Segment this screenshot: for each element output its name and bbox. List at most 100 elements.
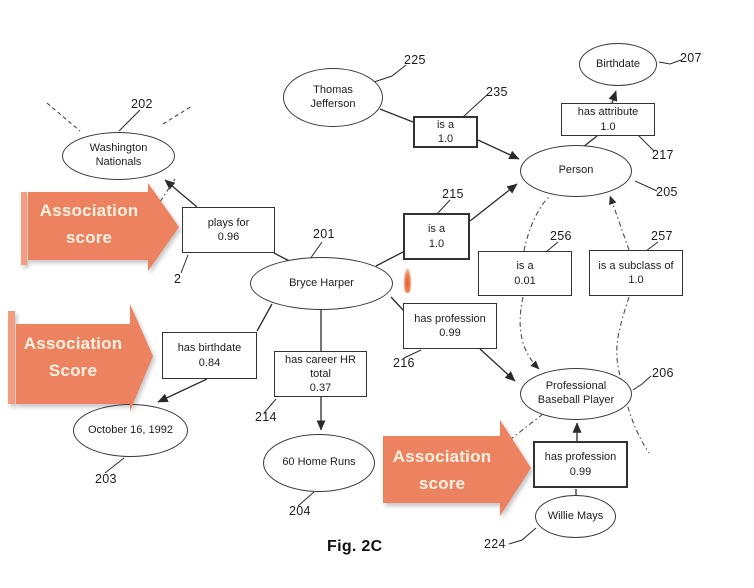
relation-label: has profession: [544, 451, 617, 464]
entity-label: Thomas Jefferson: [310, 83, 356, 110]
relation-score: 0.37: [309, 382, 332, 395]
relation-label: plays for: [207, 216, 250, 229]
ref-203: 203: [95, 472, 117, 486]
entity-person: Person: [520, 145, 632, 197]
entity-washington-nationals: Washington Nationals: [62, 132, 175, 180]
relation-has-profession-216: has profession 0.99: [403, 303, 497, 349]
leader-225: [373, 64, 407, 83]
dashed-wn-upper-right: [162, 105, 193, 125]
callout-line1: Association: [23, 334, 123, 353]
relation-score: 1.0: [628, 274, 644, 286]
entity-label: 60 Home Runs: [282, 456, 356, 469]
entity-label: Bryce Harper: [289, 276, 354, 289]
leader-207: [658, 59, 682, 65]
leader-215: [436, 199, 451, 215]
relation-label: has career HR total: [285, 353, 356, 380]
ref-206: 206: [652, 366, 674, 380]
ref-215: 215: [442, 187, 464, 201]
leader-201: [309, 241, 323, 260]
dashed-subclass-to-person: [609, 195, 630, 251]
relation-has-career-hr-total: has career HR total 0.37: [274, 351, 367, 397]
leader-205: [634, 180, 658, 192]
entity-willie-mays: Willie Mays: [535, 495, 616, 538]
relation-score: 1.0: [428, 237, 445, 250]
leader-235: [462, 93, 489, 118]
dashed-isalow-to-pbp: [519, 296, 540, 370]
leader-204: [297, 491, 315, 507]
dashed-wn-upper-left: [46, 102, 81, 132]
relation-is-a-215: is a 1.0: [403, 213, 470, 260]
callout-line2: score: [65, 228, 113, 247]
dashed-playsfor-wn: [159, 178, 176, 203]
arrow-right-icon: [8, 304, 153, 411]
edge-hasattribute-to-birthdate: [608, 90, 618, 104]
leader-224: [508, 527, 537, 545]
edge-tj-to-isa235: [379, 108, 414, 123]
relation-label: has birthdate: [177, 342, 242, 355]
flame-artifact: [403, 262, 412, 293]
ref-214: 214: [255, 410, 277, 424]
relation-label: is a subclass of: [598, 259, 674, 272]
relation-score: 0.01: [514, 274, 536, 287]
relation-is-a-235: is a 1.0: [413, 116, 478, 148]
relation-label: has attribute: [577, 106, 639, 119]
relation-label: has profession: [414, 312, 486, 325]
relation-score: 0.96: [217, 231, 240, 243]
leader-214: [263, 398, 277, 414]
entity-label: Professional Baseball Player: [537, 380, 615, 406]
relation-plays-for: plays for 0.96: [182, 207, 275, 253]
entity-60-home-runs: 60 Home Runs: [263, 434, 375, 492]
edge-playsfor-to-wn: [164, 179, 198, 208]
relation-is-a-subclass-of: is a subclass of 1.0: [589, 250, 683, 296]
edge-isa235-to-person: [477, 139, 520, 160]
arrow-right-icon: [383, 420, 531, 516]
relation-score: 1.0: [600, 120, 616, 133]
callout-line2: Score: [48, 361, 98, 380]
ref-205: 205: [656, 185, 678, 199]
dashed-subclass-tail: [616, 296, 650, 454]
dashed-isalow-to-person: [523, 196, 550, 252]
entity-birthdate: Birthdate: [579, 43, 657, 86]
association-score-callout-2: Association Score: [8, 304, 153, 411]
ref-225: 225: [404, 53, 426, 67]
entity-label: Willie Mays: [547, 509, 604, 522]
leader-256: [545, 241, 559, 253]
association-score-callout-1: Association score: [21, 183, 179, 271]
callout-line1: Association: [39, 201, 139, 220]
entity-label: Person: [558, 164, 594, 177]
leader-203: [104, 457, 125, 474]
entity-professional-baseball-player: Professional Baseball Player: [520, 368, 632, 420]
leader-217: [636, 133, 655, 152]
leader-216: [403, 349, 422, 359]
edge-isa215-to-person: [469, 183, 518, 222]
relation-label: is a: [516, 260, 534, 273]
edge-bh-to-hasbirthdate: [256, 303, 273, 332]
dashed-pbp-tail-left: [506, 413, 544, 443]
ref-257: 257: [651, 229, 673, 243]
ref-216: 216: [393, 356, 415, 370]
entity-bryce-harper: Bryce Harper: [250, 257, 393, 310]
ref-201: 201: [313, 227, 335, 241]
ref-204: 204: [289, 504, 311, 518]
relation-is-a-256: is a 0.01: [478, 251, 572, 296]
relation-has-birthdate: has birthdate 0.84: [162, 332, 257, 379]
leader-2: [180, 254, 189, 274]
association-score-callout-3: Association score: [383, 420, 531, 516]
entity-label: Washington Nationals: [89, 142, 148, 168]
relation-score: 0.99: [569, 465, 592, 478]
ref-217: 217: [652, 148, 674, 162]
callout-line2: score: [418, 474, 466, 493]
edge-bh-to-isa215: [375, 251, 404, 267]
ref-202: 202: [131, 97, 153, 111]
relation-score: 0.84: [198, 356, 221, 369]
leader-257: [645, 241, 659, 252]
edge-hasbirthdate-to-october: [157, 378, 208, 403]
relation-has-profession-wm: has profession 0.99: [533, 441, 628, 488]
ref-235: 235: [486, 85, 508, 99]
ref-2: 2: [174, 272, 182, 286]
ref-256: 256: [550, 229, 572, 243]
figure-caption: Fig. 2C: [327, 538, 383, 555]
relation-label: is a: [427, 223, 446, 236]
